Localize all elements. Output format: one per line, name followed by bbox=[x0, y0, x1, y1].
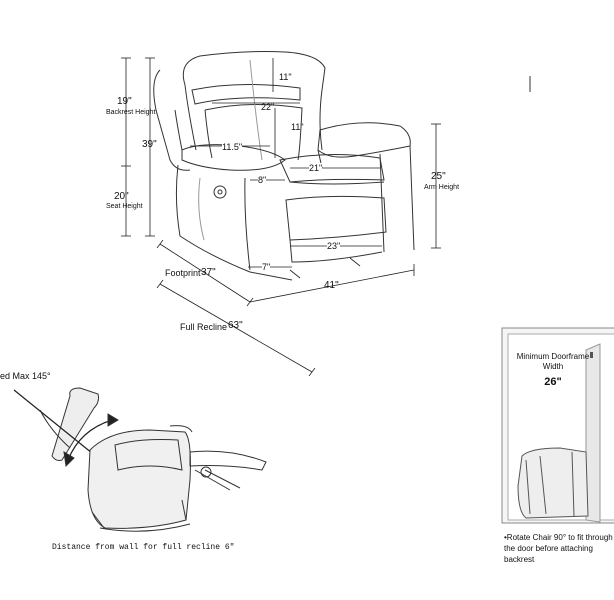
arm-width-label: 11.5" bbox=[222, 142, 243, 152]
footprint-value: 37" bbox=[201, 267, 216, 278]
full-recline-label: Full Recline bbox=[180, 322, 228, 332]
wall-distance-label: Distance from wall for full recline 6" bbox=[52, 543, 235, 552]
recline-angle-label: ed Max 145° bbox=[0, 371, 51, 381]
back-height-top-label: 11" bbox=[279, 72, 292, 82]
back-height-lower-label: 11" bbox=[291, 122, 304, 132]
dimension-diagram: 11" 22" 11" 19" Backrest Height 39" 20" … bbox=[0, 51, 614, 564]
seat-width-label: 21" bbox=[309, 163, 323, 173]
back-width-label: 22" bbox=[261, 102, 275, 112]
footprint-label: Footprint bbox=[165, 268, 201, 278]
arm-height-value: 25" bbox=[431, 171, 446, 182]
rotate-chair-note: •Rotate Chair 90° to fit through the doo… bbox=[504, 533, 613, 564]
doorframe-title: Minimum Doorframe Width bbox=[516, 352, 590, 371]
backrest-height-label: Backrest Height bbox=[106, 109, 156, 116]
legrest-width-label: 23" bbox=[327, 241, 341, 251]
arm-height-label: Arm Height bbox=[424, 184, 460, 191]
arm-depth-label: 8" bbox=[258, 175, 267, 185]
total-height-label: 39" bbox=[142, 139, 157, 150]
doorframe-drawing bbox=[501, 327, 614, 524]
recliner-front-drawing bbox=[121, 51, 531, 377]
overall-width-label: 41" bbox=[324, 280, 339, 291]
backrest-height-value: 19" bbox=[117, 96, 132, 107]
recliner-side-drawing bbox=[13, 387, 267, 532]
full-recline-value: 63" bbox=[228, 320, 243, 331]
seat-height-value: 20" bbox=[114, 191, 129, 202]
doorframe-width: 26" bbox=[544, 376, 562, 388]
seat-height-label: Seat Height bbox=[106, 203, 143, 210]
base-depth-label: 7" bbox=[262, 262, 271, 272]
